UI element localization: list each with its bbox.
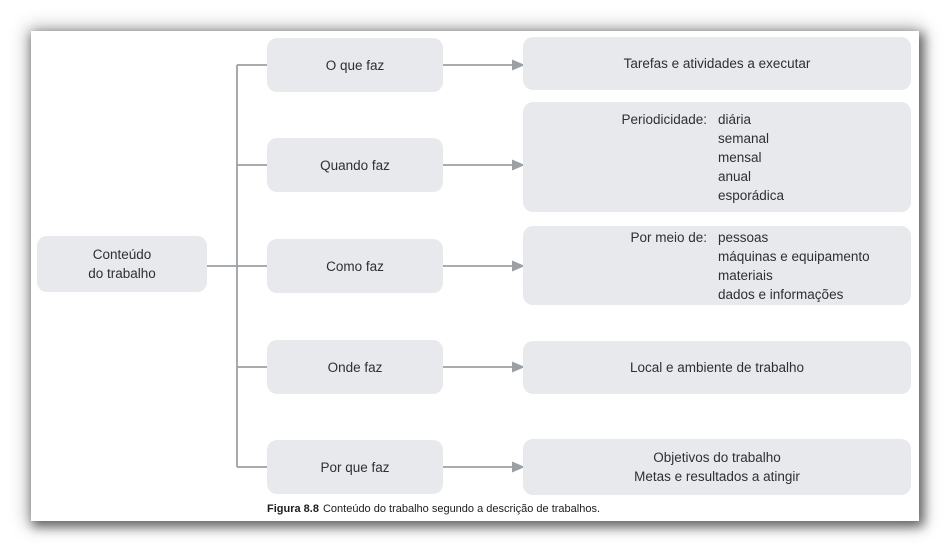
question-box-onde-faz: Onde faz	[267, 340, 443, 394]
question-box-o-que-faz: O que faz	[267, 38, 443, 92]
connector-lines	[207, 59, 525, 473]
figure-caption-text: Conteúdo do trabalho segundo a descrição…	[322, 503, 600, 515]
arrow-head-1	[512, 59, 525, 71]
answer-item: semanal	[718, 131, 770, 146]
answer-text: Local e ambiente de trabalho	[629, 360, 805, 375]
root-box-line1: Conteúdo	[92, 247, 152, 262]
arrow-head-3	[512, 260, 525, 272]
answer-item: máquinas e equipamento	[718, 249, 870, 264]
root-box-conteudo-do-trabalho: Conteúdo do trabalho	[37, 236, 207, 292]
question-label: Por que faz	[320, 459, 390, 475]
question-label: Como faz	[326, 258, 384, 274]
answer-box-objetivos: Objetivos do trabalho Metas e resultados…	[523, 439, 911, 495]
arrow-head-2	[512, 159, 525, 171]
answer-item: anual	[718, 169, 752, 184]
answer-text-line1: Objetivos do trabalho	[653, 450, 781, 465]
answer-box-por-meio-de: Por meio de: pessoas máquinas e equipame…	[523, 226, 911, 305]
answer-item-list: pessoas máquinas e equipamento materiais…	[718, 228, 870, 304]
answer-item-list: diária semanal mensal anual esporádica	[718, 110, 784, 205]
answer-item: pessoas	[718, 230, 769, 245]
figure-card: Conteúdo do trabalho O que faz Quando fa…	[31, 31, 919, 521]
arrow-head-4	[512, 361, 525, 373]
figure-caption-number: Figura 8.8	[267, 503, 319, 515]
question-box-como-faz: Como faz	[267, 239, 443, 293]
question-box-por-que-faz: Por que faz	[267, 440, 443, 494]
answer-text-line2: Metas e resultados a atingir	[634, 469, 800, 484]
arrow-head-5	[512, 461, 525, 473]
answer-box-local: Local e ambiente de trabalho	[523, 341, 911, 394]
question-label: Quando faz	[320, 157, 390, 173]
answer-item: esporádica	[718, 188, 785, 203]
answer-item: materiais	[718, 268, 773, 283]
root-box-line2: do trabalho	[88, 266, 156, 281]
answer-item: diária	[718, 112, 752, 127]
answer-item: dados e informações	[718, 287, 844, 302]
answer-list-label: Por meio de:	[630, 230, 707, 245]
answer-list-label: Periodicidade:	[621, 112, 707, 127]
question-label: O que faz	[325, 57, 385, 73]
question-label: Onde faz	[327, 359, 383, 375]
answer-item: mensal	[718, 150, 762, 165]
answer-box-periodicidade: Periodicidade: diária semanal mensal anu…	[523, 102, 911, 212]
answer-box-tarefas: Tarefas e atividades a executar	[523, 37, 911, 90]
answer-text: Tarefas e atividades a executar	[623, 56, 811, 71]
question-box-quando-faz: Quando faz	[267, 138, 443, 192]
